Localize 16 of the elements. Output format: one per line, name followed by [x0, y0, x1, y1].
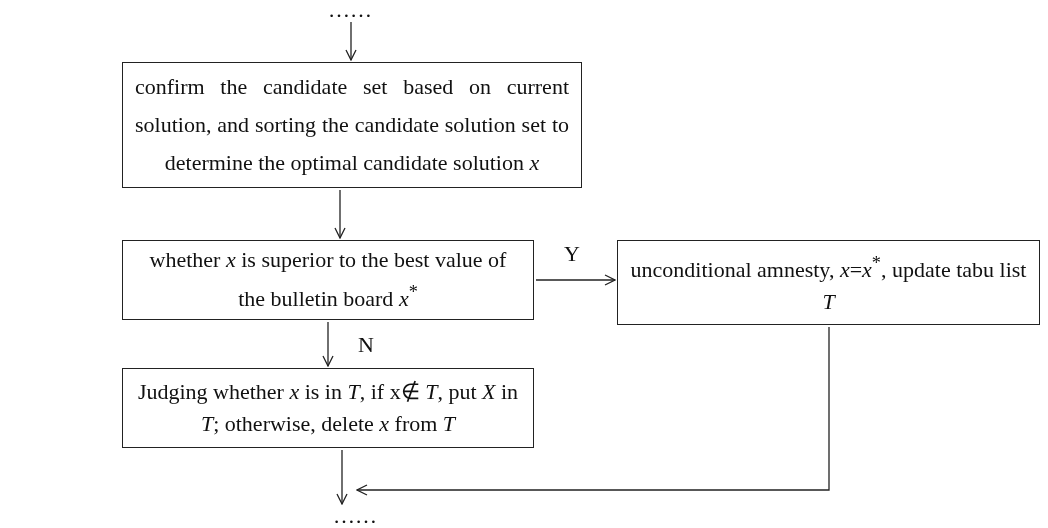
arrow: [322, 321, 334, 367]
box-text: whether x is superior to the best value of the bulletin board x$^{*}$: [148, 246, 508, 314]
box-text: Judging whether x is in T, if x∉ T, put X in T; otherwise, delete x from T: [136, 378, 520, 438]
ellipsis-text: ……: [328, 0, 372, 20]
process-box: [617, 240, 1040, 325]
box-text: unconditional amnesty, x=x$^{*}$, update tabu list T: [630, 251, 1027, 317]
arrow: [356, 326, 830, 496]
ellipsis-text: ……: [333, 506, 377, 526]
arrow: [334, 189, 346, 239]
process-box: [122, 62, 582, 188]
process-box: [122, 240, 534, 320]
arrow: [336, 449, 348, 505]
arrow: [535, 274, 616, 286]
box-text: confirm the candidate set based on current solution, and sorting the candidate solution set to determine the optimal candidate solution x: [135, 73, 569, 177]
process-box: [122, 368, 534, 448]
arrow: [345, 21, 357, 61]
